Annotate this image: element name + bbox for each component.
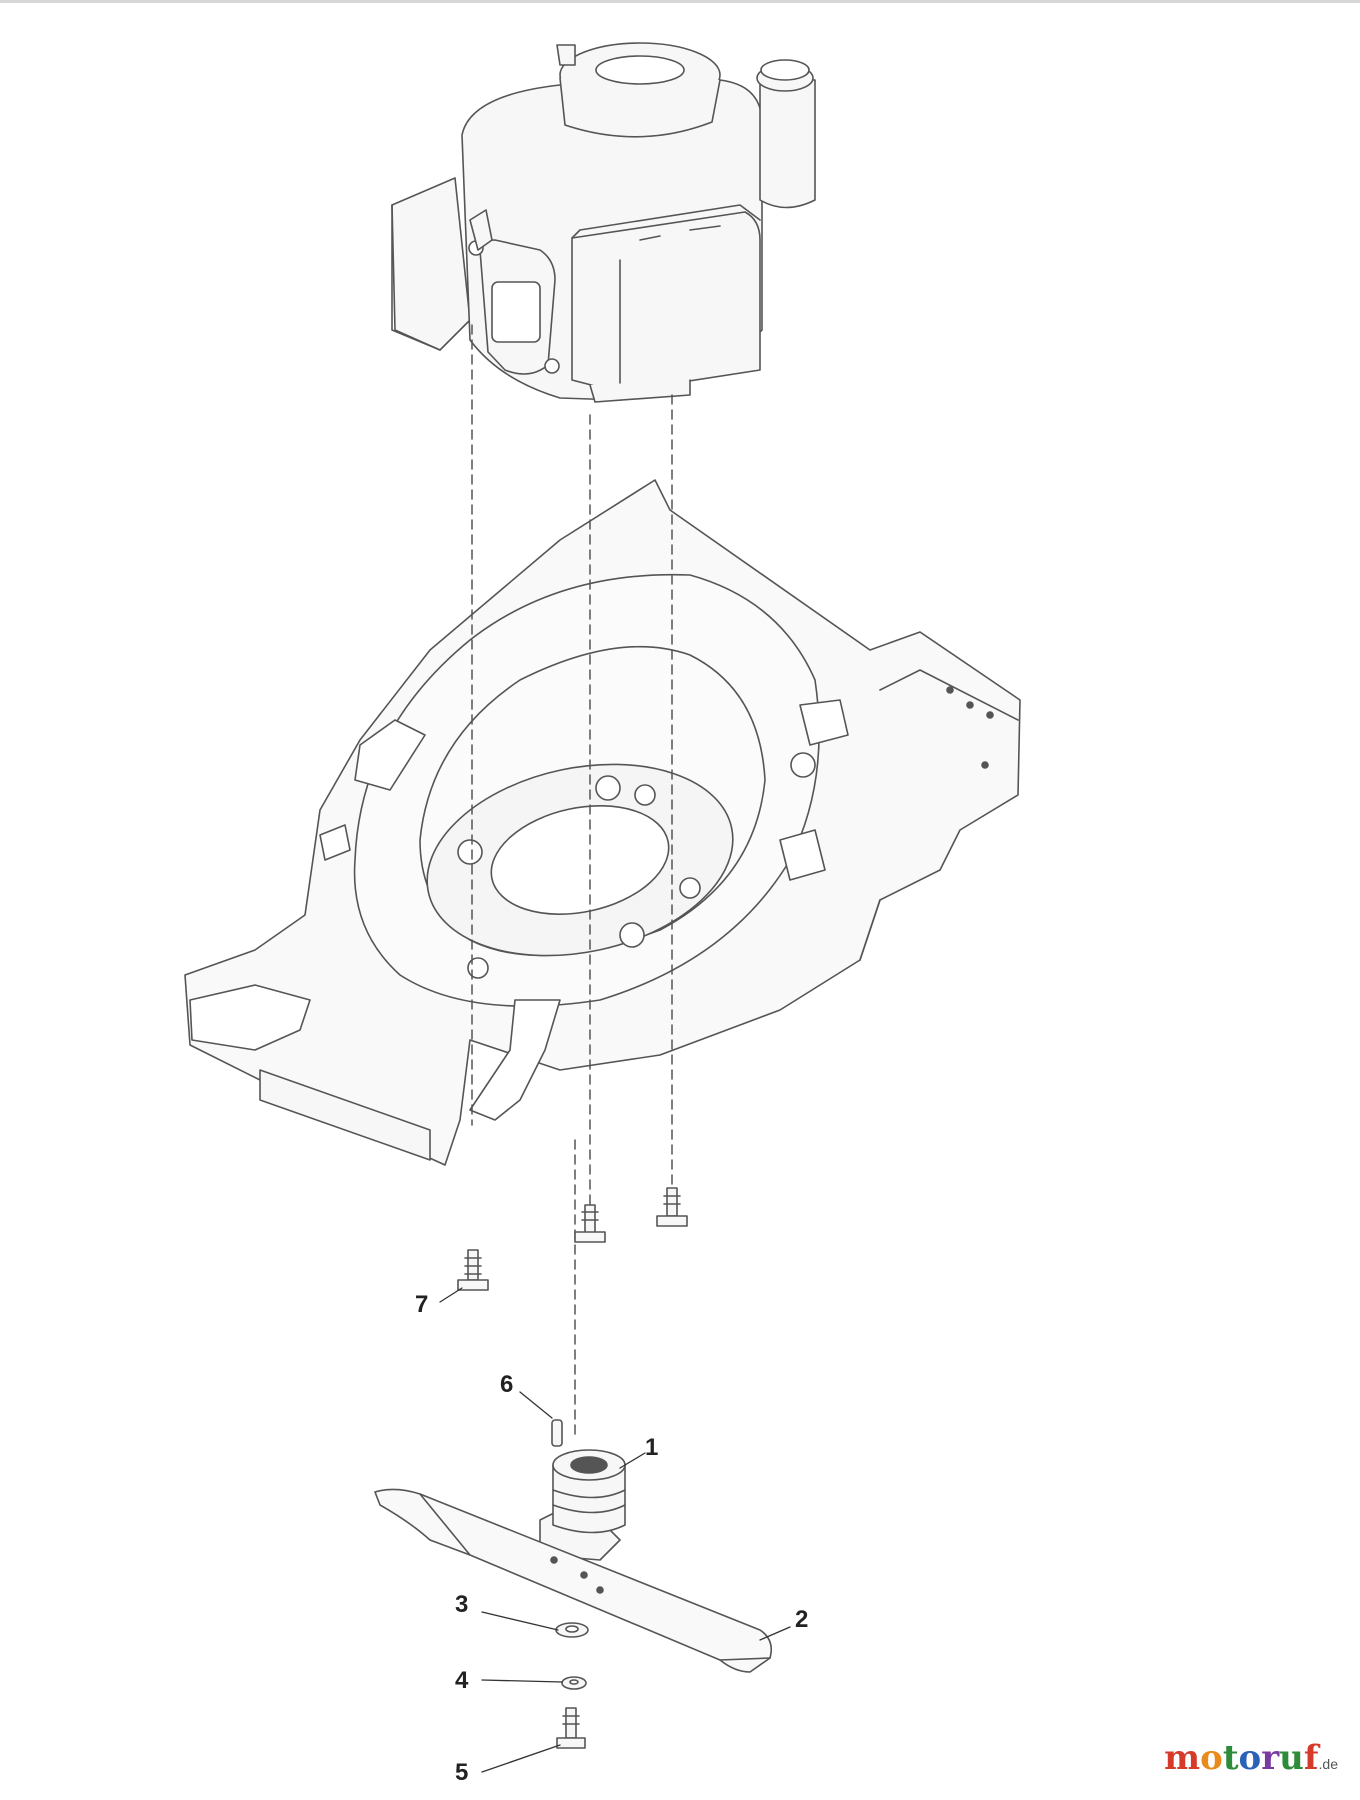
brand-letter: o — [1238, 1738, 1262, 1778]
callout-1: 1 — [645, 1434, 658, 1461]
callout-3: 3 — [455, 1591, 468, 1618]
bolt-7-left — [457, 1249, 489, 1291]
bolt-center — [574, 1204, 606, 1243]
brand-letter: t — [1222, 1738, 1239, 1778]
callout-7: 7 — [415, 1291, 428, 1318]
blade-adapter-part-1 — [539, 1449, 626, 1561]
brand-letter: r — [1261, 1738, 1280, 1778]
brand-logo: motoruf.de — [1164, 1738, 1338, 1778]
washer-part-3 — [555, 1622, 589, 1638]
brand-tld: .de — [1318, 1756, 1338, 1772]
blade-part-2 — [374, 1488, 773, 1673]
brand-letter: o — [1200, 1738, 1223, 1778]
callout-5: 5 — [455, 1759, 468, 1786]
bolt-right — [656, 1187, 688, 1227]
engine-drawing — [391, 42, 816, 403]
mower-deck-drawing — [184, 479, 1021, 1166]
callout-6: 6 — [500, 1371, 513, 1398]
alignment-lines — [471, 324, 673, 1441]
key-part-6 — [551, 1419, 563, 1447]
brand-letter: u — [1279, 1738, 1304, 1778]
callout-4: 4 — [455, 1667, 469, 1694]
callout-2: 2 — [795, 1606, 808, 1633]
top-rule — [0, 0, 1360, 3]
bolt-part-5 — [556, 1707, 586, 1749]
brand-letter: m — [1164, 1738, 1201, 1778]
lock-washer-part-4 — [561, 1676, 587, 1690]
brand-letter: f — [1303, 1738, 1319, 1778]
leader-lines — [439, 1287, 791, 1773]
